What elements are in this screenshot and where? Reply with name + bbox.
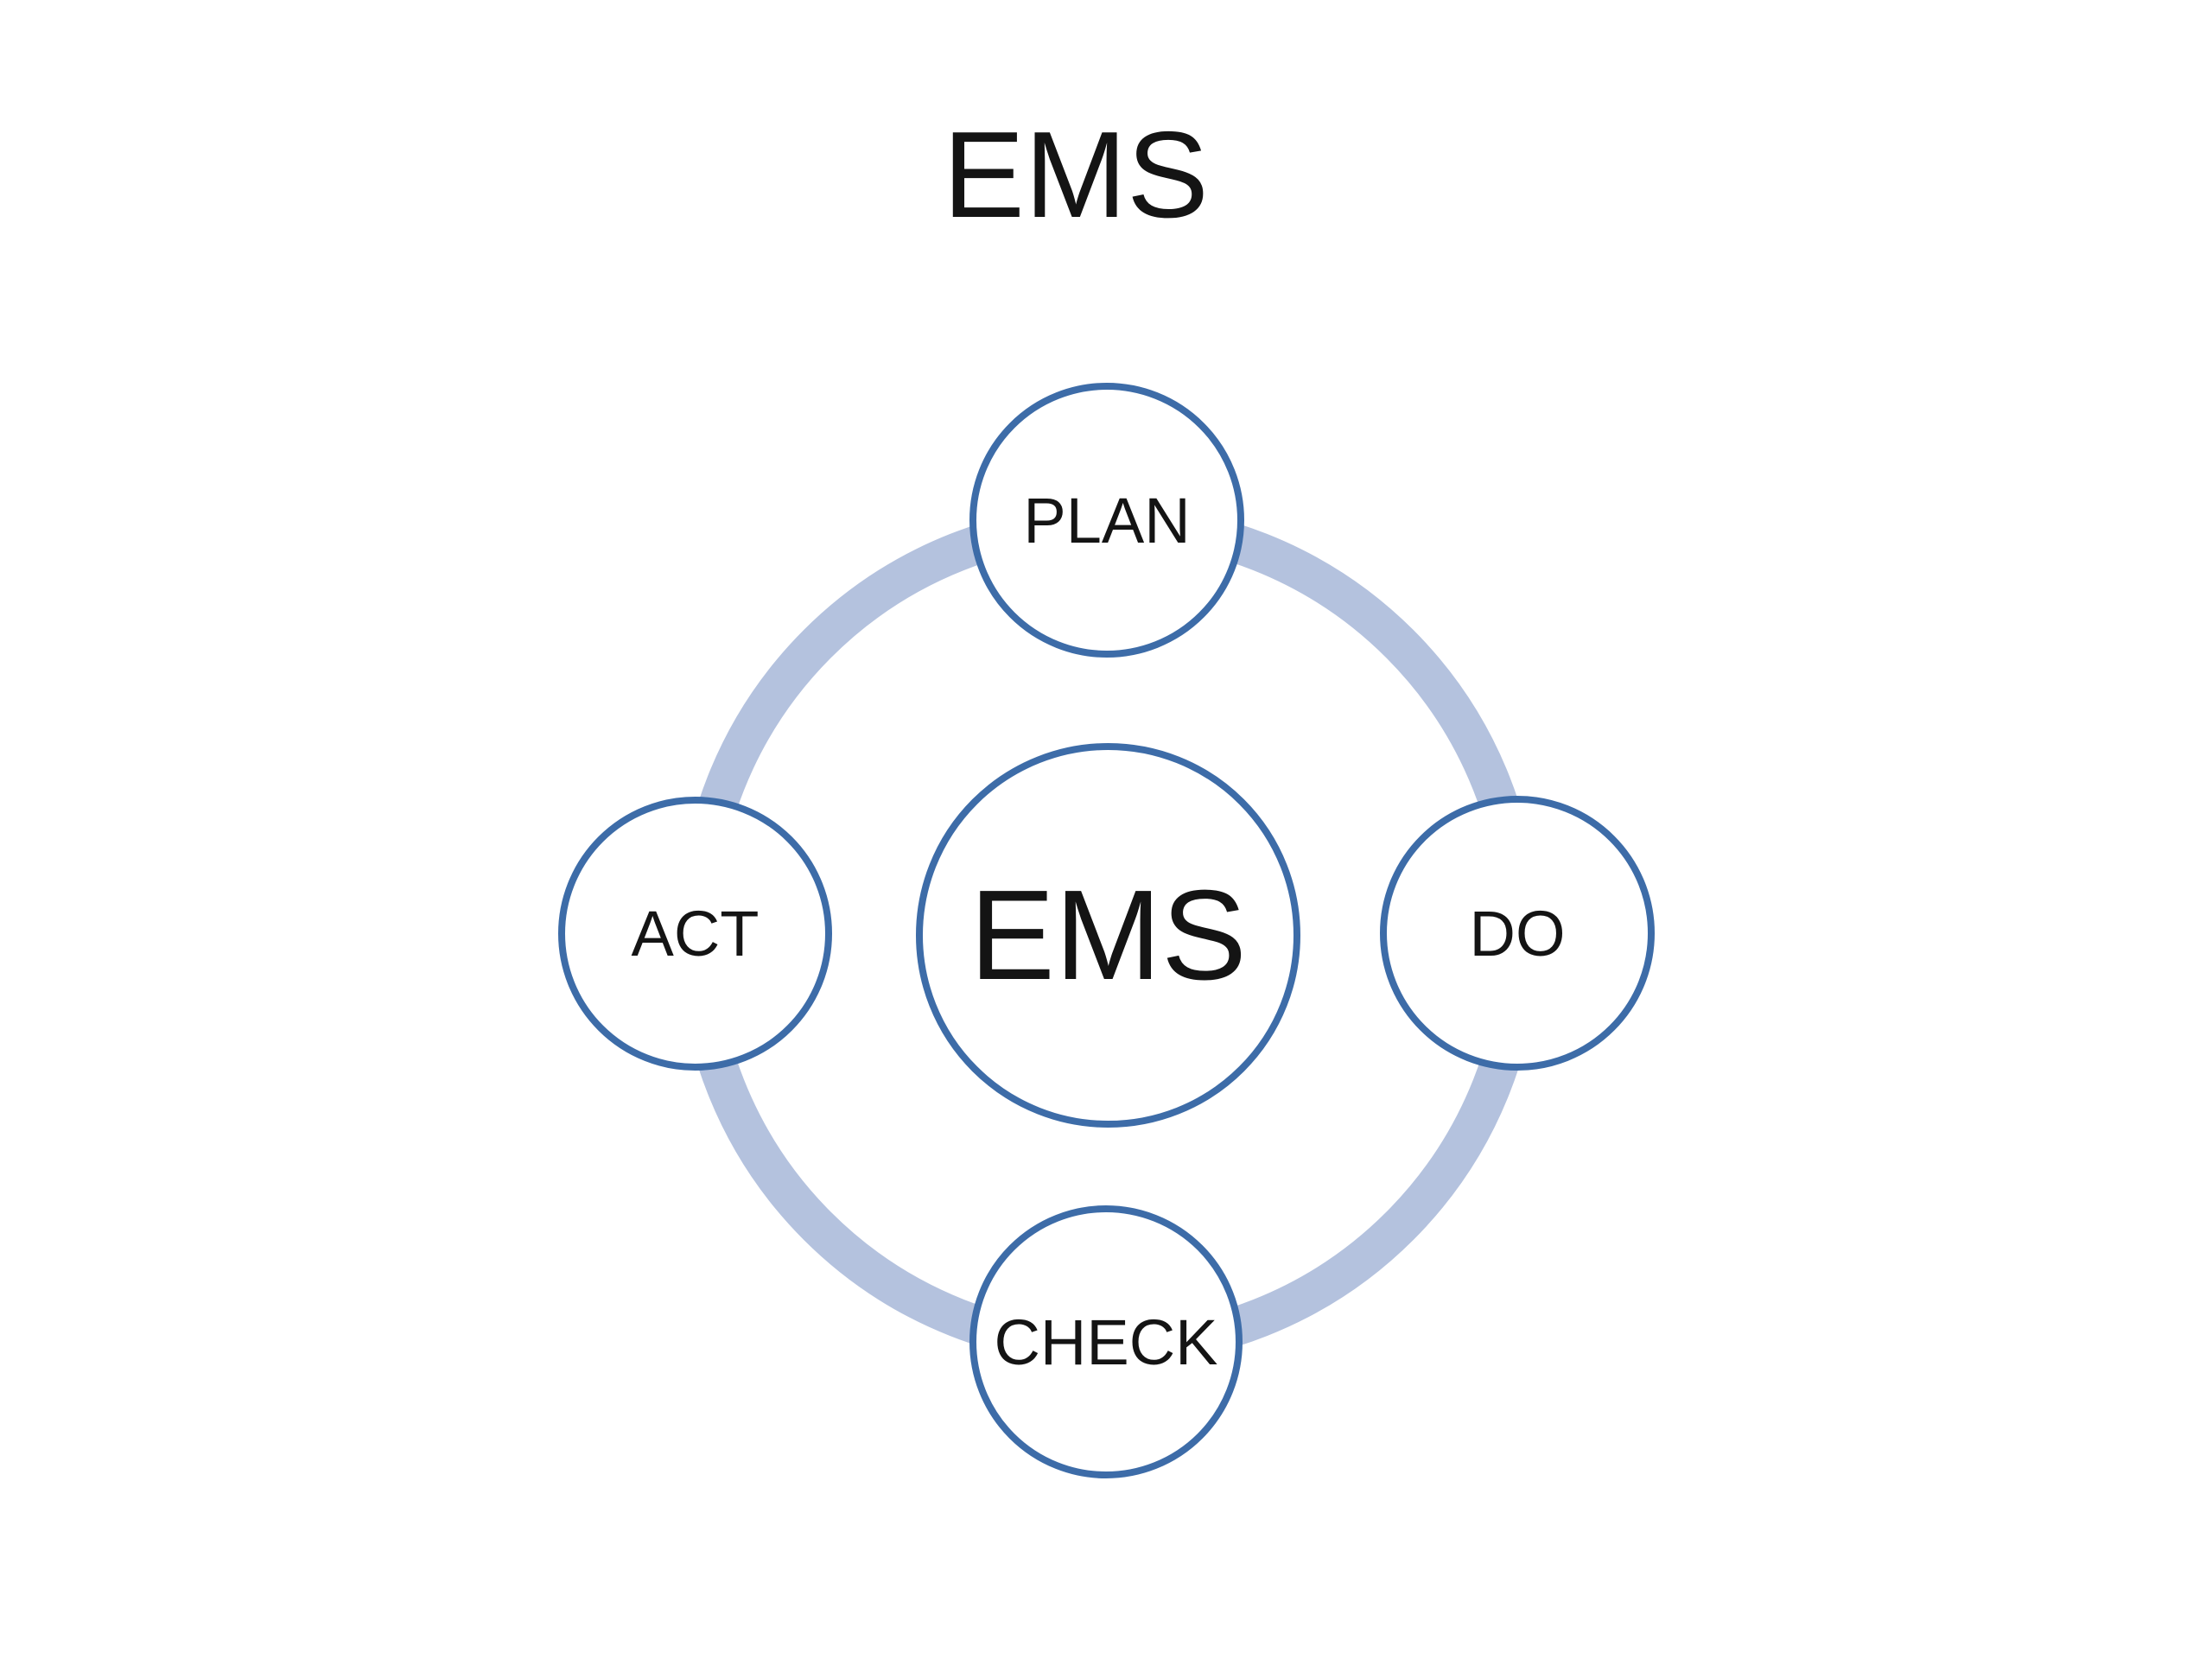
node-check-label: CHECK [994, 1306, 1218, 1378]
node-check: CHECK [969, 1205, 1243, 1478]
node-act: ACT [558, 797, 832, 1071]
node-plan: PLAN [969, 383, 1244, 658]
node-plan-label: PLAN [1023, 484, 1191, 556]
node-center-label: EMS [969, 863, 1247, 1007]
node-do-label: DO [1469, 897, 1566, 969]
page-title: EMS [943, 106, 1209, 244]
node-do: DO [1380, 796, 1655, 1071]
node-act-label: ACT [631, 898, 760, 969]
node-center-ems: EMS [916, 743, 1300, 1128]
